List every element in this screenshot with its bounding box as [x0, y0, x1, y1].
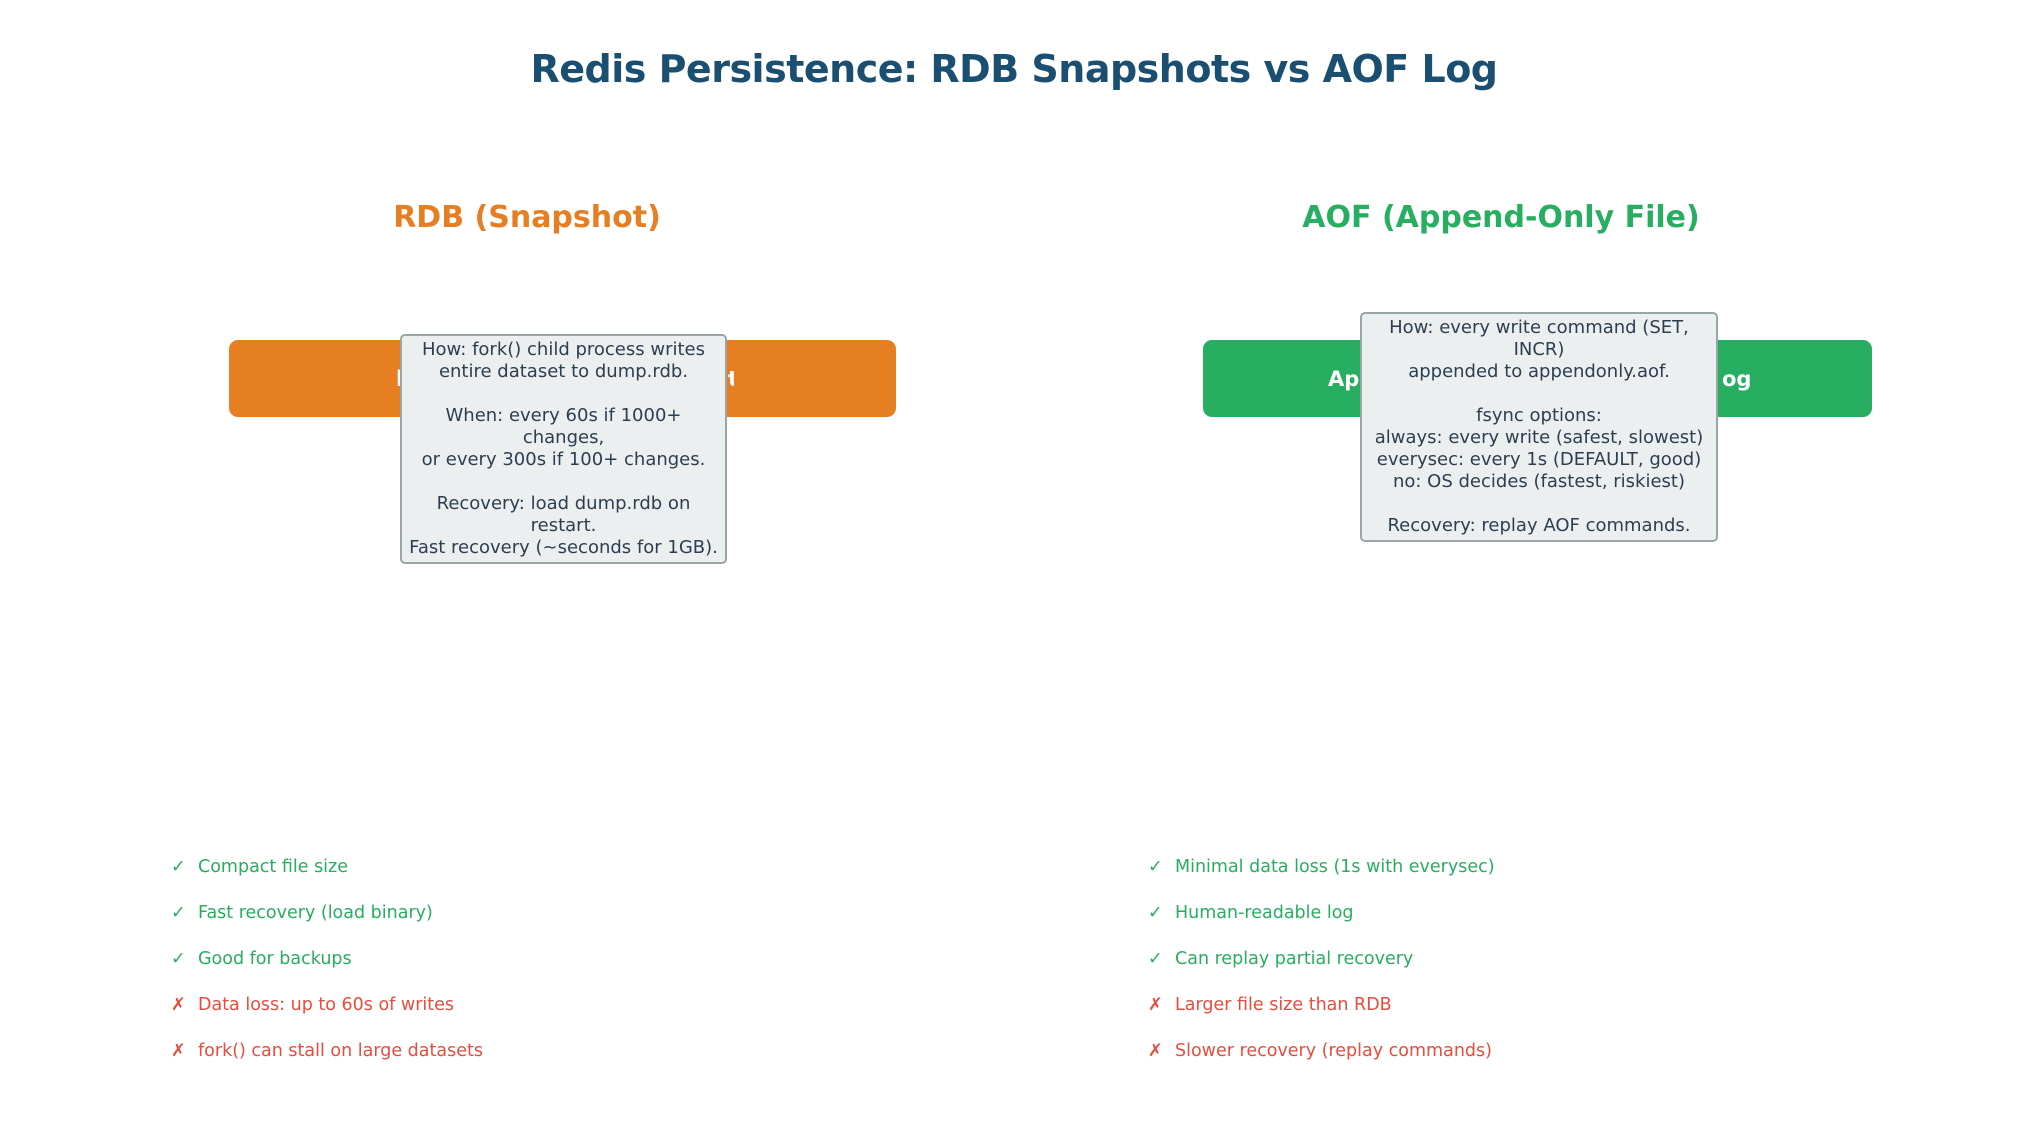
aof-tooltip: How: every write command (SET, INCR) app…	[1360, 312, 1718, 542]
feature-text: Can replay partial recovery	[1175, 949, 1414, 969]
feature-text: Slower recovery (replay commands)	[1175, 1041, 1492, 1061]
check-icon: ✓	[1148, 903, 1163, 923]
cross-icon: ✗	[171, 995, 186, 1015]
rdb-bar-label-fragment-left: l	[396, 366, 400, 391]
cross-icon: ✗	[1148, 1041, 1163, 1061]
feature-text: Fast recovery (load binary)	[198, 903, 433, 923]
feature-text: fork() can stall on large datasets	[198, 1041, 483, 1061]
feature-text: Larger file size than RDB	[1175, 995, 1392, 1015]
check-icon: ✓	[171, 903, 186, 923]
feature-item: ✗ Data loss: up to 60s of writes	[171, 992, 791, 1018]
feature-text: Human-readable log	[1175, 903, 1354, 923]
aof-bar-label-fragment-left: Ap	[1328, 366, 1360, 391]
feature-text: Good for backups	[198, 949, 352, 969]
check-icon: ✓	[171, 949, 186, 969]
aof-column-header: AOF (Append-Only File)	[1302, 200, 1700, 235]
feature-text: Compact file size	[198, 857, 348, 877]
feature-item: ✓ Can replay partial recovery	[1148, 946, 1768, 972]
feature-item: ✓ Human-readable log	[1148, 900, 1768, 926]
feature-item: ✓ Minimal data loss (1s with everysec)	[1148, 854, 1768, 880]
feature-item: ✗ Larger file size than RDB	[1148, 992, 1768, 1018]
feature-text: Minimal data loss (1s with everysec)	[1175, 857, 1495, 877]
feature-item: ✓ Compact file size	[171, 854, 791, 880]
feature-item: ✗ fork() can stall on large datasets	[171, 1038, 791, 1064]
feature-item: ✓ Fast recovery (load binary)	[171, 900, 791, 926]
check-icon: ✓	[1148, 857, 1163, 877]
rdb-bar-label-fragment-right: t	[728, 366, 734, 391]
rdb-feature-list: ✓ Compact file size ✓ Fast recovery (load b…	[171, 854, 791, 1084]
feature-item: ✗ Slower recovery (replay commands)	[1148, 1038, 1768, 1064]
aof-bar-label-fragment-right: og	[1722, 366, 1752, 391]
feature-item: ✓ Good for backups	[171, 946, 791, 972]
feature-text: Data loss: up to 60s of writes	[198, 995, 454, 1015]
check-icon: ✓	[171, 857, 186, 877]
rdb-tooltip: How: fork() child process writes entire …	[400, 334, 727, 564]
rdb-column-header: RDB (Snapshot)	[393, 200, 661, 235]
cross-icon: ✗	[171, 1041, 186, 1061]
check-icon: ✓	[1148, 949, 1163, 969]
cross-icon: ✗	[1148, 995, 1163, 1015]
page-title: Redis Persistence: RDB Snapshots vs AOF …	[530, 47, 1498, 91]
aof-feature-list: ✓ Minimal data loss (1s with everysec) ✓ Hu…	[1148, 854, 1768, 1084]
